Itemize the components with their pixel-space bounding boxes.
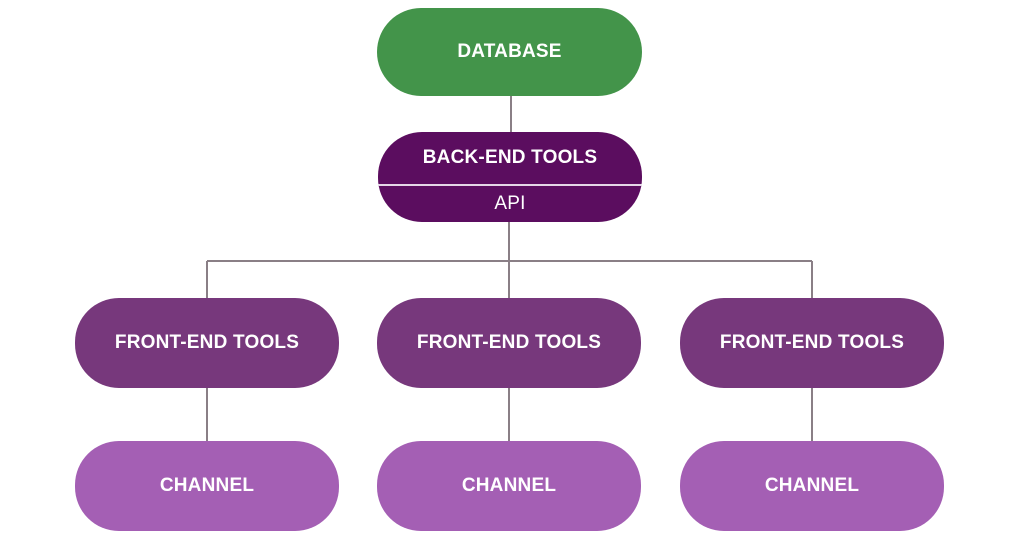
- frontend-tools-label: FRONT-END TOOLS: [719, 332, 905, 353]
- channel-node-2: CHANNEL: [377, 441, 641, 531]
- channel-label: CHANNEL: [159, 475, 255, 496]
- backend-tools-node: BACK-END TOOLS API: [378, 132, 642, 222]
- channel-label: CHANNEL: [461, 475, 557, 496]
- database-node: DATABASE: [377, 8, 642, 96]
- backend-divider: [378, 184, 642, 186]
- frontend-tools-node-2: FRONT-END TOOLS: [377, 298, 641, 388]
- channel-node-1: CHANNEL: [75, 441, 339, 531]
- frontend-tools-node-1: FRONT-END TOOLS: [75, 298, 339, 388]
- channel-node-3: CHANNEL: [680, 441, 944, 531]
- frontend-tools-node-3: FRONT-END TOOLS: [680, 298, 944, 388]
- backend-tools-label: BACK-END TOOLS: [422, 147, 598, 168]
- api-label: API: [494, 193, 526, 214]
- database-label: DATABASE: [457, 41, 562, 62]
- frontend-tools-label: FRONT-END TOOLS: [416, 332, 602, 353]
- channel-label: CHANNEL: [764, 475, 860, 496]
- frontend-tools-label: FRONT-END TOOLS: [114, 332, 300, 353]
